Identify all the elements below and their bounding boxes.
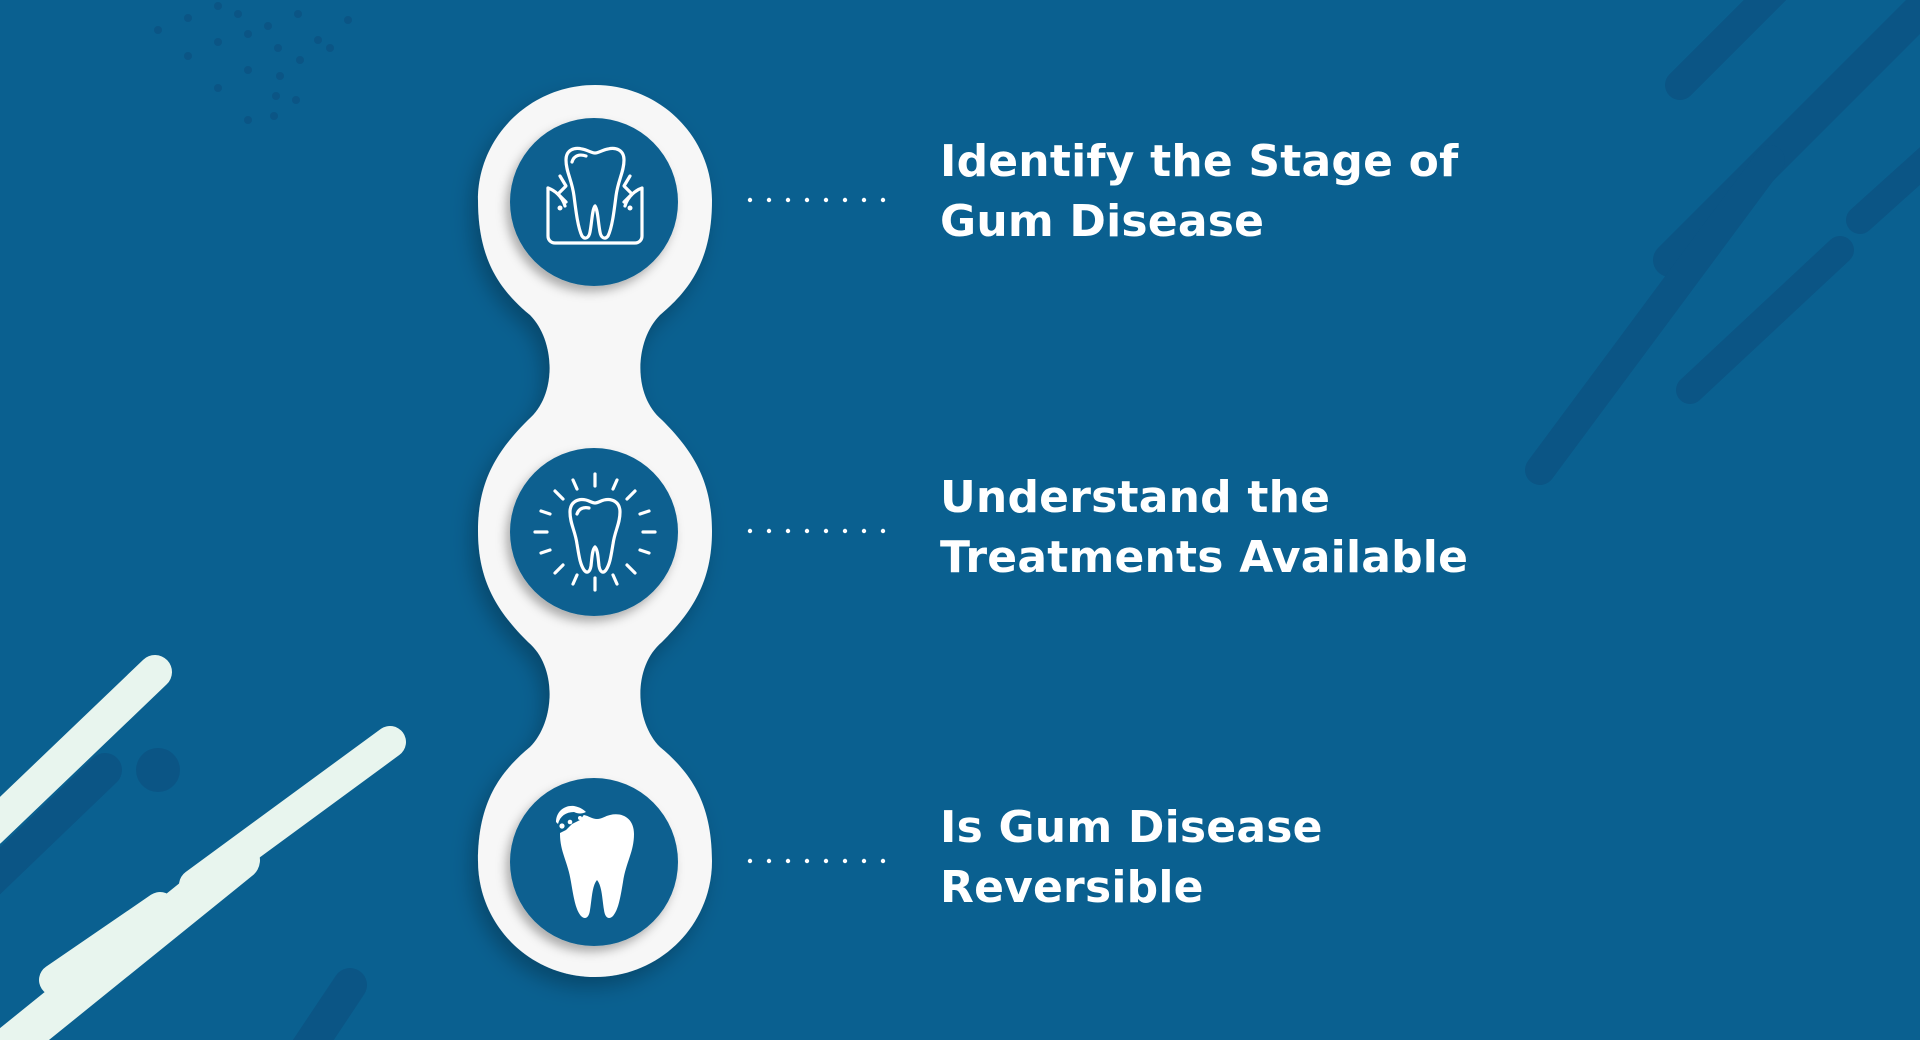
connector-line-2 bbox=[747, 528, 886, 534]
diagonal-stripes-bottom-dark bbox=[0, 748, 367, 1040]
diagonal-stripes-bottom-light bbox=[0, 655, 406, 1040]
step-label-2: Understand the Treatments Available bbox=[940, 468, 1700, 588]
connector-line-1 bbox=[747, 197, 886, 203]
step-2-line-2: Treatments Available bbox=[940, 532, 1469, 583]
dot-pattern bbox=[154, 2, 352, 124]
step-circle-1 bbox=[510, 118, 678, 286]
step-label-1: Identify the Stage of Gum Disease bbox=[940, 132, 1700, 252]
connector-lines bbox=[747, 197, 886, 864]
connector-line-3 bbox=[747, 858, 886, 864]
damaged-tooth-icon bbox=[556, 805, 634, 918]
step-1-line-2: Gum Disease bbox=[940, 196, 1265, 247]
step-3-line-2: Reversible bbox=[940, 862, 1204, 913]
shining-tooth-icon bbox=[533, 472, 657, 592]
step-1-line-1: Identify the Stage of bbox=[940, 136, 1459, 187]
diagonal-stripes-top-right bbox=[1525, 0, 1920, 485]
step-2-line-1: Understand the bbox=[940, 472, 1331, 523]
step-label-3: Is Gum Disease Reversible bbox=[940, 798, 1700, 918]
step-3-line-1: Is Gum Disease bbox=[940, 802, 1323, 853]
gum-tooth-icon bbox=[546, 146, 644, 245]
